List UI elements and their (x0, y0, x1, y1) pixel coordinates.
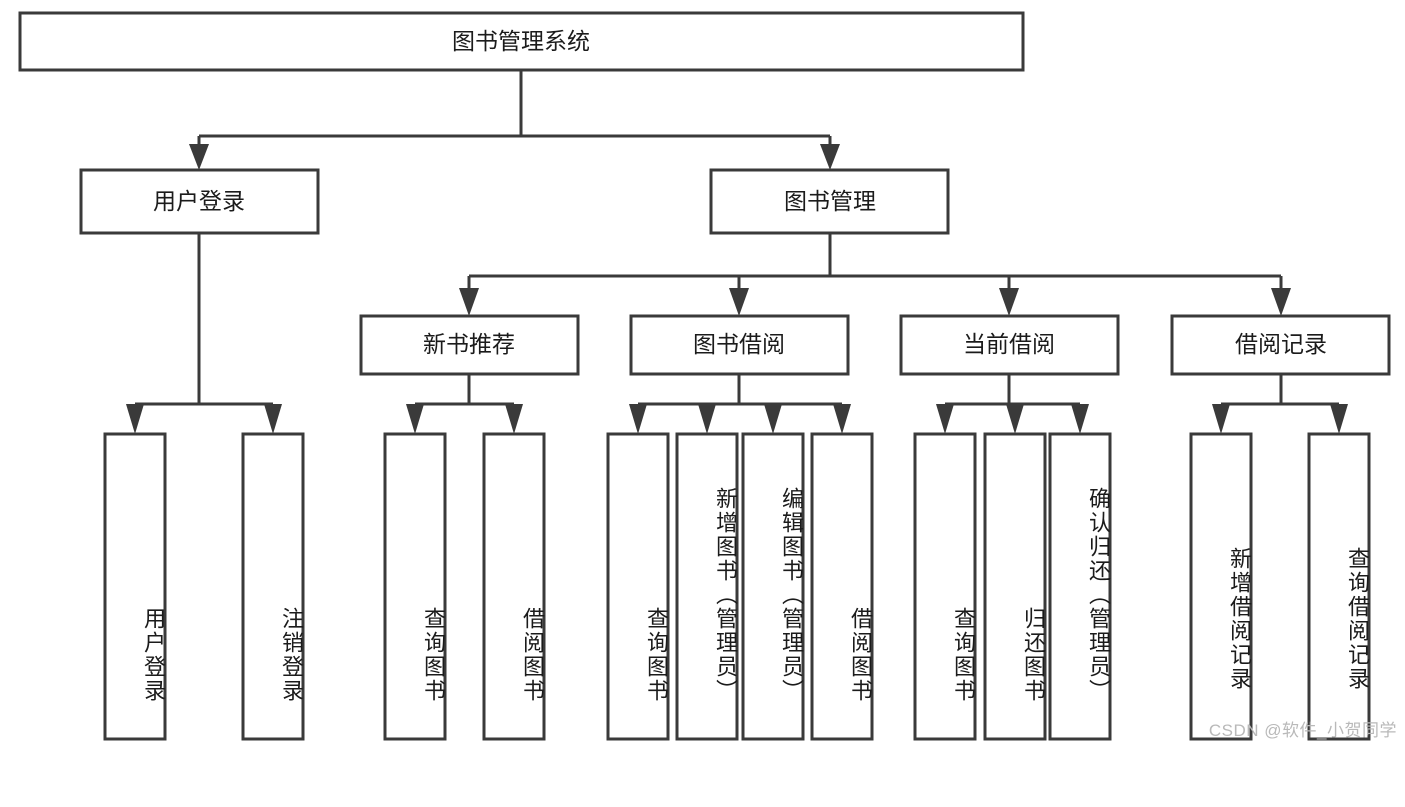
node-book-borrow-box[interactable] (629, 314, 850, 376)
arrow-head-icon (1271, 288, 1291, 316)
node-user-login-box[interactable] (79, 168, 320, 235)
connector-borrowrecord-to-leaves (1212, 374, 1348, 434)
node-leaf-add-borrow-record-box[interactable] (1189, 432, 1253, 741)
node-leaf-borrow-book-box[interactable] (810, 432, 874, 741)
arrow-head-icon (698, 404, 716, 434)
arrow-head-icon (264, 404, 282, 434)
node-current-borrow[interactable]: 当前借阅 (899, 314, 1120, 376)
arrow-head-icon (833, 404, 851, 434)
node-borrow-record-box[interactable] (1170, 314, 1391, 376)
connector-bookborrow-to-leaves (629, 374, 851, 434)
node-book-management-box[interactable] (709, 168, 950, 235)
node-root-label: 图书管理系统 (452, 28, 590, 54)
node-leaf-return-book-box[interactable] (983, 432, 1047, 741)
arrow-head-icon (729, 288, 749, 316)
arrow-head-icon (999, 288, 1019, 316)
diagram-canvas: 图书管理系统 用户登录 图书管理 新书推荐 图书借阅 当前借阅 借阅记录 (18, 11, 1391, 741)
node-leaf-logout-login-box[interactable] (241, 432, 305, 741)
node-current-borrow-label: 当前借阅 (963, 331, 1055, 357)
node-root[interactable]: 图书管理系统 (18, 11, 1025, 72)
arrow-head-icon (406, 404, 424, 434)
node-book-borrow-label: 图书借阅 (693, 331, 785, 357)
connector-root-to-level2 (189, 70, 840, 170)
flowchart-diagram: 图书管理系统 用户登录 图书管理 新书推荐 图书借阅 当前借阅 借阅记录 (18, 11, 1397, 741)
arrow-head-icon (459, 288, 479, 316)
node-leaf-user-login-box[interactable] (103, 432, 167, 741)
node-leaf-query-book-borrow-box[interactable] (606, 432, 670, 741)
node-new-book-recommend-box[interactable] (359, 314, 580, 376)
node-leaf-query-borrow-record-box[interactable] (1307, 432, 1371, 741)
node-leaf-add-book-admin-box[interactable] (675, 432, 739, 741)
arrow-head-icon (936, 404, 954, 434)
arrow-head-icon (189, 144, 209, 170)
arrow-head-icon (126, 404, 144, 434)
node-user-login-label: 用户登录 (153, 188, 245, 214)
connector-currentborrow-to-leaves (936, 374, 1089, 434)
connector-newbook-to-leaves (406, 374, 523, 434)
node-leaf-query-book-current-box[interactable] (913, 432, 977, 741)
node-new-book-recommend[interactable]: 新书推荐 (359, 314, 580, 376)
arrow-head-icon (505, 404, 523, 434)
arrow-head-icon (820, 144, 840, 170)
arrow-head-icon (1330, 404, 1348, 434)
arrow-head-icon (1071, 404, 1089, 434)
node-leaf-edit-book-admin-box[interactable] (741, 432, 805, 741)
node-leaf-borrow-book-rec-box[interactable] (482, 432, 546, 741)
arrow-head-icon (764, 404, 782, 434)
node-book-management[interactable]: 图书管理 (709, 168, 950, 235)
connector-userlogin-to-leaves (126, 233, 282, 434)
node-current-borrow-box[interactable] (899, 314, 1120, 376)
node-borrow-record-label: 借阅记录 (1235, 331, 1327, 357)
arrow-head-icon (629, 404, 647, 434)
node-borrow-record[interactable]: 借阅记录 (1170, 314, 1391, 376)
node-leaf-query-book-rec-box[interactable] (383, 432, 447, 741)
arrow-head-icon (1212, 404, 1230, 434)
node-root-box[interactable] (18, 11, 1025, 72)
node-book-management-label: 图书管理 (784, 188, 876, 214)
node-leaf-confirm-return-admin-box[interactable] (1048, 432, 1112, 741)
node-new-book-recommend-label: 新书推荐 (423, 331, 515, 357)
arrow-head-icon (1006, 404, 1024, 434)
node-user-login[interactable]: 用户登录 (79, 168, 320, 235)
connector-bookmgmt-to-level3 (459, 233, 1291, 316)
node-book-borrow[interactable]: 图书借阅 (629, 314, 850, 376)
watermark-text: CSDN @软件_小贺同学 (1208, 721, 1397, 740)
